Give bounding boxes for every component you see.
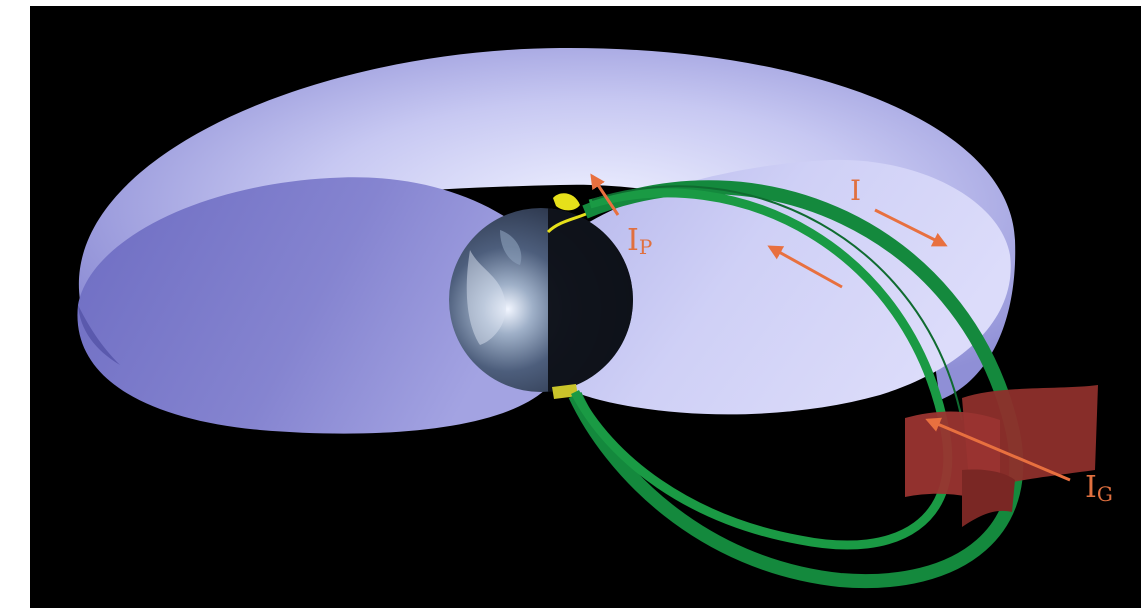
field-line-outer	[568, 180, 1024, 588]
arrow-ip	[590, 173, 620, 216]
current-arrows	[590, 173, 1071, 482]
label-ip: IP	[627, 223, 652, 259]
ring-current-sheet	[77, 47, 1016, 434]
arrow-sheet-right	[874, 208, 948, 247]
field-line-inner	[571, 188, 953, 550]
sheet-top-surface	[78, 47, 1016, 401]
labels: IP I IG	[627, 174, 1113, 506]
arrow-sheet-left	[767, 245, 843, 289]
label-ig: IG	[1085, 470, 1113, 506]
generator-region	[905, 385, 1098, 527]
generator-panel-lower	[962, 469, 1015, 527]
field-line-inner-edge	[591, 185, 963, 421]
earth-land-highlight	[466, 250, 506, 345]
earth-land-patch	[500, 230, 522, 265]
aurora-north	[553, 193, 580, 211]
earth-globe	[449, 208, 633, 392]
arrow-ig	[925, 417, 1071, 482]
field-lines	[568, 180, 1024, 588]
sheet-right-lobe	[545, 159, 1011, 415]
aurora-south	[552, 384, 578, 399]
sheet-left-lobe	[77, 177, 545, 434]
label-ii: I	[850, 174, 861, 207]
